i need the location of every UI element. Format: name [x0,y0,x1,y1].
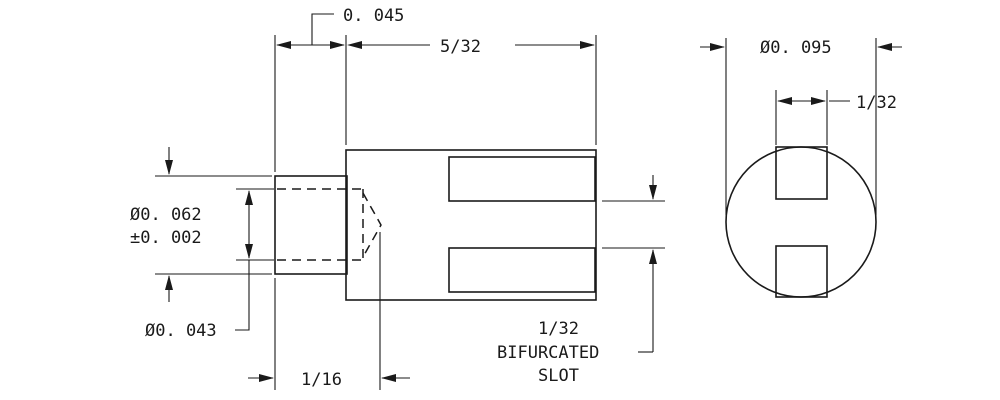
dim-pin-diameter: Ø0. 062 ±0. 002 [130,147,272,302]
slot-label-line1: BIFURCATED [497,343,599,363]
side-view [274,149,597,301]
pin-diameter-label: Ø0. 062 [130,205,202,225]
dim-head-diameter: Ø0. 095 [700,38,902,215]
body-outline [345,149,597,301]
dim-body-length: 5/32 [347,35,597,145]
end-slot-upper [775,146,828,200]
slot-upper [448,156,596,202]
body-length-label: 5/32 [440,37,481,57]
dim-end-slot-width: 1/32 [775,90,897,145]
pin-length-label: 1/16 [301,370,342,390]
end-slot-width-label: 1/32 [856,93,897,113]
head-diameter-label: Ø0. 095 [760,38,832,58]
dim-shoulder-length: 0. 045 [274,6,404,172]
slot-label-line2: SLOT [538,366,579,386]
shoulder-length-label: 0. 045 [343,6,404,26]
end-slot-lower [775,245,828,298]
dim-pin-length: 1/16 [248,232,410,390]
bore-diameter-label: Ø0. 043 [145,321,217,341]
drill-point-hidden [362,192,382,258]
dim-slot-width: 1/32 BIFURCATED SLOT [497,175,665,386]
slot-width-label: 1/32 [538,319,579,339]
end-view-circle [725,146,877,298]
dim-bore-diameter: Ø0. 043 [145,188,274,341]
pin-outline [274,175,348,275]
pin-tolerance-label: ±0. 002 [130,228,202,248]
slot-lower [448,247,596,293]
end-view [725,146,877,298]
